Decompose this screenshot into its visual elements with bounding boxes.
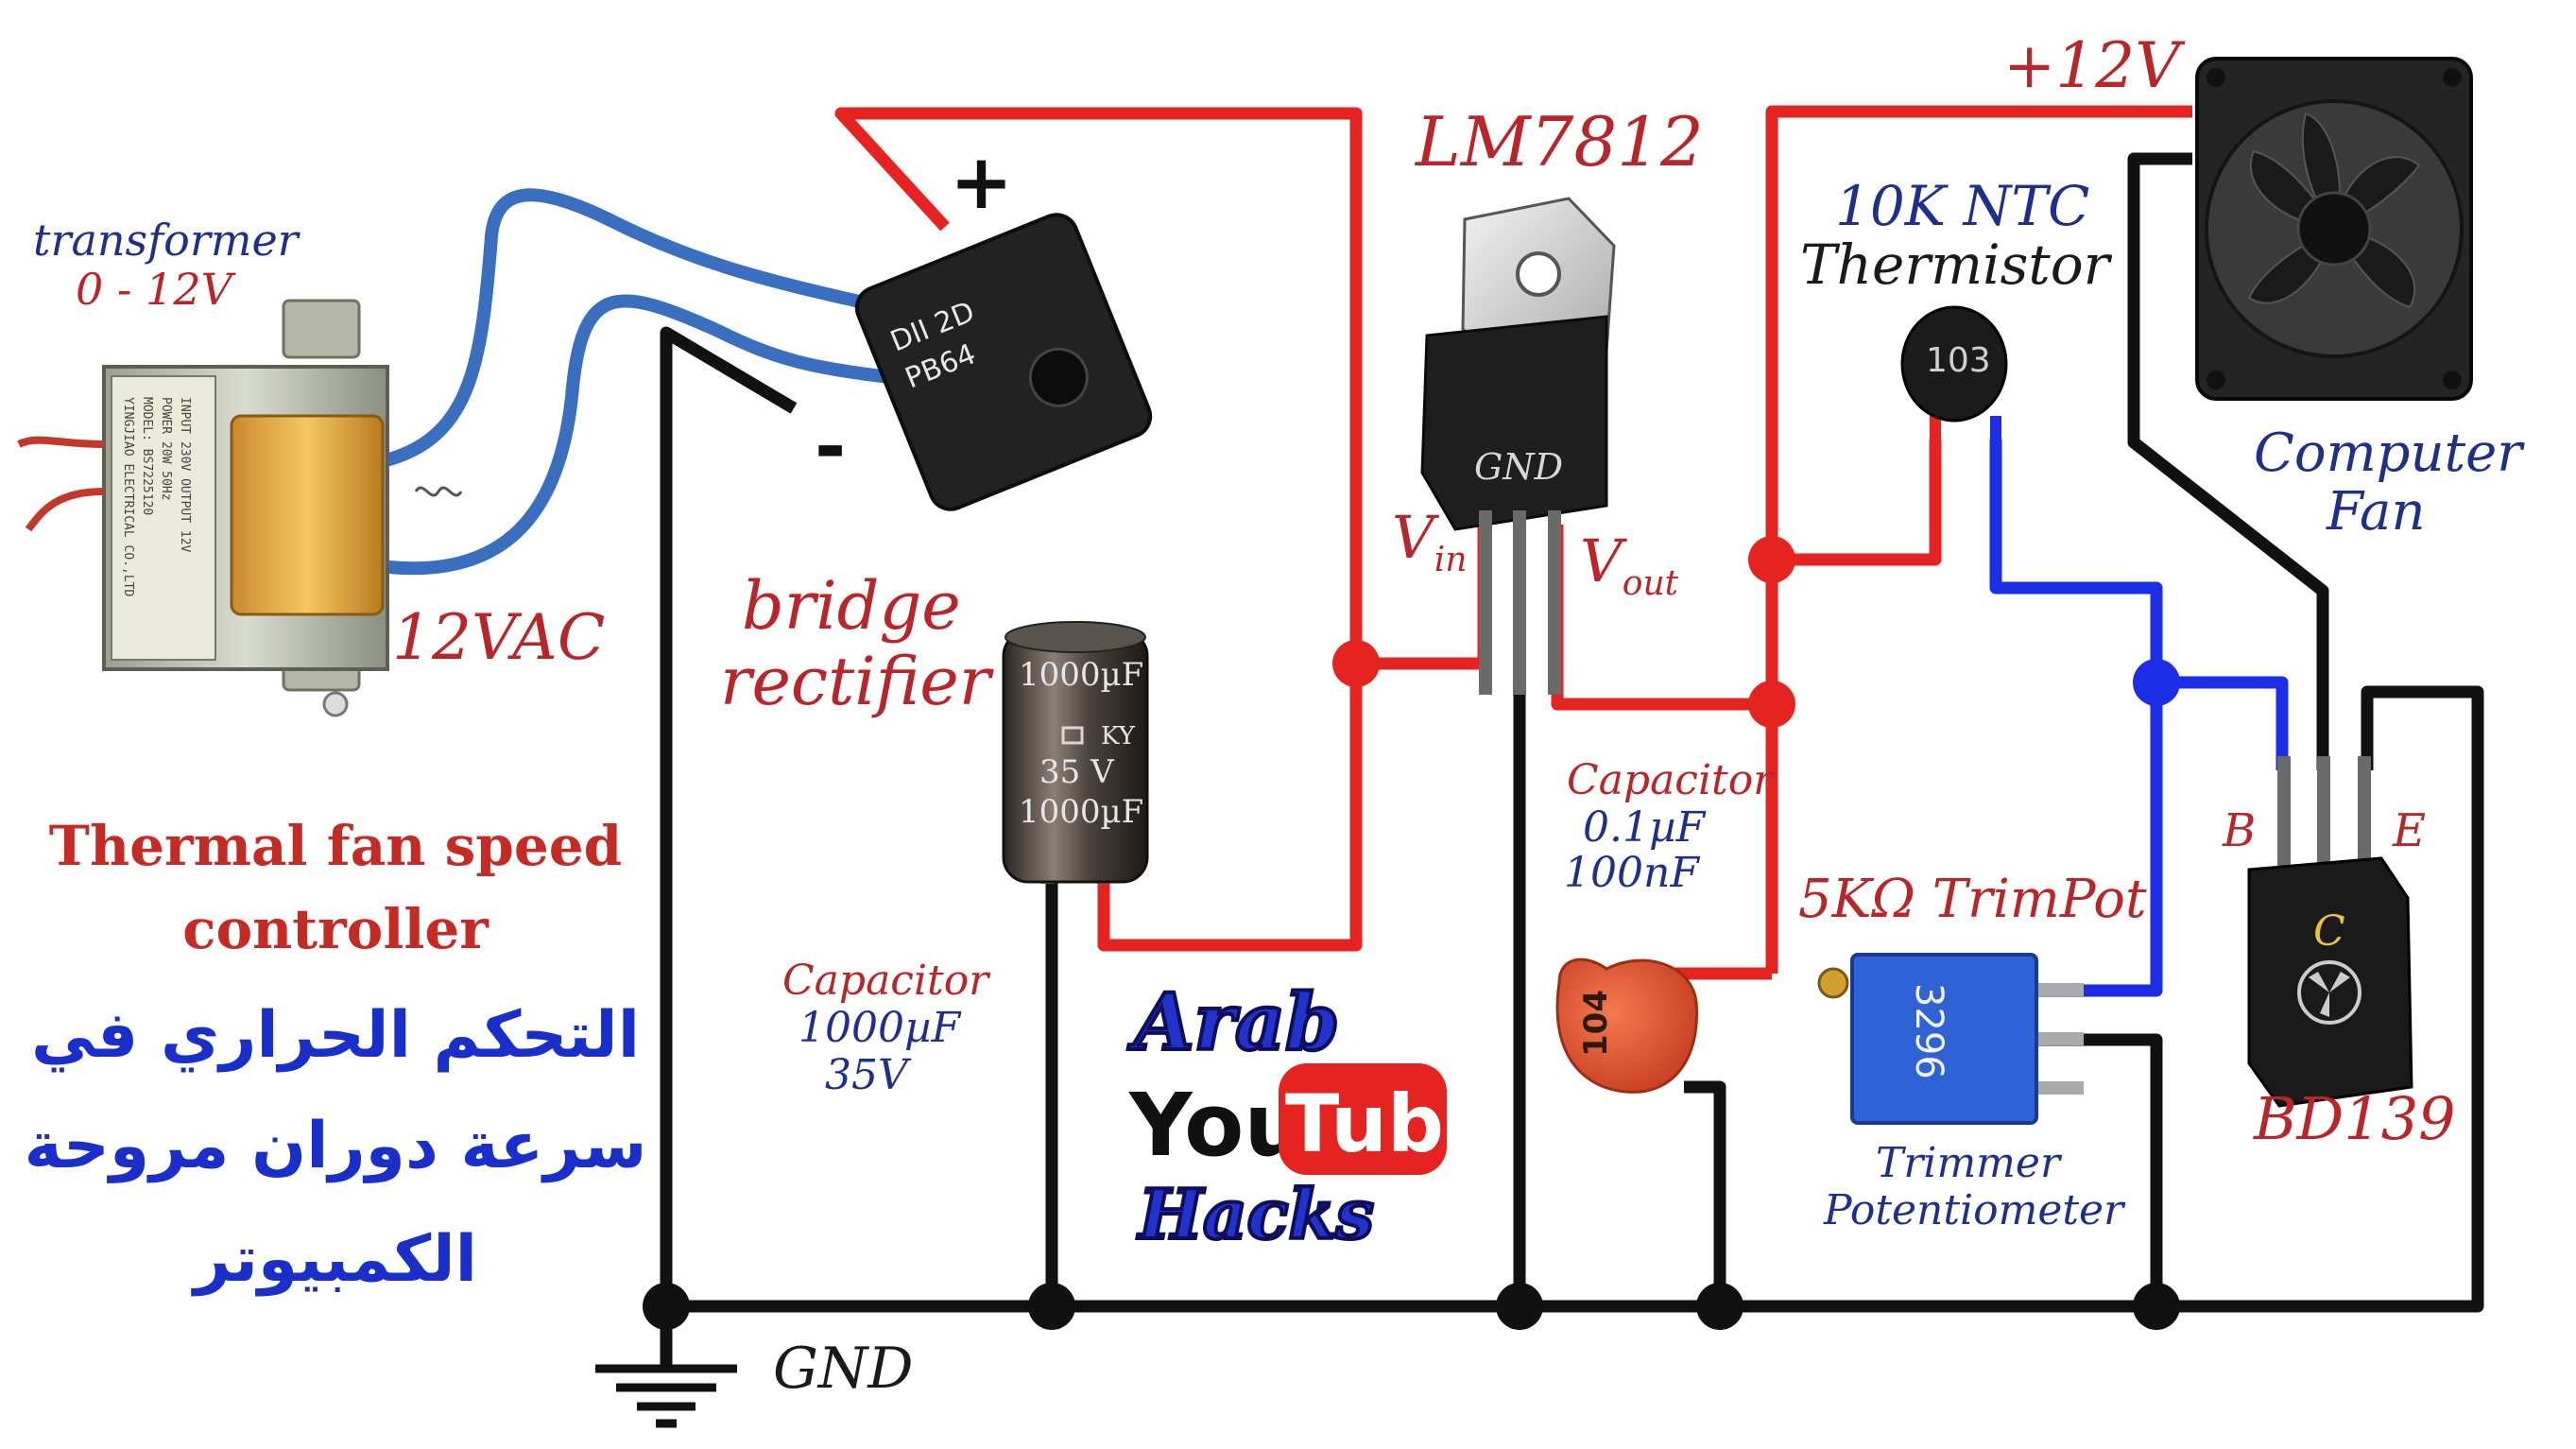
thermistor-label-line2: Thermistor <box>1800 233 2113 297</box>
computer-fan <box>2195 57 2473 401</box>
cap-big-positive-wire <box>1097 525 1490 952</box>
thermistor-signal-wire <box>1989 440 2163 997</box>
cap-big-label-line3: 35V <box>825 1051 912 1099</box>
title-block: Thermal fan speed controller التحكم الحر… <box>25 814 647 1297</box>
ground-symbol <box>595 1364 737 1428</box>
transistor-label: BD139 <box>2253 1084 2456 1153</box>
junction-dot <box>1748 681 1795 728</box>
svg-text:POWER 20W 50Hz: POWER 20W 50Hz <box>159 397 173 501</box>
lm7812-regulator: GND <box>1420 197 1616 695</box>
pin-b-label: B <box>2222 804 2256 857</box>
transformer-range-label: 0 - 12V <box>76 264 237 315</box>
junction-dot <box>1748 536 1795 583</box>
junction-dots <box>643 536 2180 1330</box>
junction-dot <box>1028 1283 1075 1330</box>
bridge-label-line1: bridge <box>742 567 961 645</box>
cap-body-text-4: 1000µF <box>1019 793 1143 831</box>
title-ar-line1: التحكم الحراري في <box>31 998 640 1073</box>
cap-small-label-line1: Capacitor <box>1567 756 1776 804</box>
fan-label-line2: Fan <box>2326 481 2426 543</box>
logo-hacks: Hacks <box>1137 1174 1374 1254</box>
bridge-rectifier: DII 2D PB64 <box>854 213 1153 511</box>
cap-big-label-line1: Capacitor <box>782 957 991 1005</box>
bd139-transistor <box>2247 756 2413 1108</box>
logo-arab: Arab <box>1127 977 1339 1068</box>
arab-youtube-hacks-logo: Arab You Tube Hacks <box>1125 975 1498 1256</box>
component-labels: transformer 0 - 12V 12VAC + - bridge rec… <box>33 29 2525 1402</box>
fan-negative-wire <box>2127 152 2329 770</box>
ac-wires <box>383 188 914 576</box>
transformer-label: transformer <box>33 215 301 266</box>
thermistor-code: 103 <box>1926 341 1991 380</box>
supply-label: +12V <box>2003 29 2186 102</box>
junction-dot <box>2133 1283 2180 1330</box>
cap-small-code: 104 <box>1577 990 1615 1057</box>
cap-body-text-2: KY <box>1101 722 1136 750</box>
cap-body-text-1: 1000µF <box>1019 656 1143 694</box>
trimmer-potentiometer: 3296 <box>1817 953 2084 1125</box>
cap-small-label-line2: 0.1µF <box>1583 803 1707 852</box>
regulator-gnd-label: GND <box>1474 446 1563 488</box>
bridge-positive-wire <box>834 107 1363 664</box>
vout-label: Vout <box>1580 526 1679 603</box>
cap-small-ground-wire <box>1684 1080 1726 1306</box>
ceramic-capacitor: 104 <box>1555 957 1699 1094</box>
pin-c-label: C <box>2313 907 2345 956</box>
ac-wire-upper <box>383 188 914 466</box>
thermistor-positive-wire <box>1772 440 1942 566</box>
title-ar-line2: سرعة دوران مروحة <box>25 1109 647 1183</box>
cap-small-label-line3: 100nF <box>1564 849 1700 897</box>
bridge-label-line2: rectifier <box>720 643 994 720</box>
thermistor-label-line1: 10K NTC <box>1835 174 2089 238</box>
svg-text:YINGJIAO ELECTRICAL CO.,LTD: YINGJIAO ELECTRICAL CO.,LTD <box>121 397 135 596</box>
signal-wires <box>1989 440 2289 997</box>
cap-body-text-3: 35 V <box>1039 753 1115 791</box>
ntc-thermistor: 103 <box>1900 305 2008 454</box>
svg-text:INPUT 230V OUTPUT 12V: INPUT 230V OUTPUT 12V <box>178 397 192 553</box>
bridge-plus-sign: + <box>950 138 1013 226</box>
pin-e-label: E <box>2392 804 2426 857</box>
cap-big-label-line2: 1000µF <box>799 1004 962 1052</box>
title-ar-line3: الكمبيوتر <box>191 1222 477 1297</box>
base-signal-wire <box>2156 676 2289 770</box>
bridge-minus-sign: - <box>815 403 846 491</box>
junction-dot <box>2133 659 2180 706</box>
trimpot-label: 5KΩ TrimPot <box>1798 869 2147 930</box>
junction-dot <box>1332 640 1380 687</box>
regulator-label: LM7812 <box>1414 102 1704 181</box>
trimmer-label-line1: Trimmer <box>1876 1139 2063 1187</box>
vin-label: Vin <box>1392 503 1467 579</box>
ground-label: GND <box>773 1336 914 1402</box>
electrolytic-capacitor: 1000µF KY 35 V 1000µF <box>1002 621 1149 884</box>
transformer: YINGJIAO ELECTRICAL CO.,LTD MODEL: BS722… <box>17 299 463 717</box>
trimpot-code: 3296 <box>1907 983 1950 1079</box>
junction-dot <box>643 1283 690 1330</box>
trimmer-label-line2: Potentiometer <box>1823 1186 2126 1234</box>
logo-tube: Tube <box>1285 1078 1498 1170</box>
title-en-line1: Thermal fan speed <box>49 814 622 878</box>
junction-dot <box>1696 1283 1743 1330</box>
bridge-negative-wire <box>660 326 798 1306</box>
title-en-line2: controller <box>182 897 489 961</box>
ac-output-label: 12VAC <box>392 601 605 674</box>
ground-rail <box>666 685 2484 1313</box>
ac-wire-lower <box>383 294 904 576</box>
logo-you: You <box>1128 1075 1306 1176</box>
fan-label-line1: Computer <box>2254 423 2525 484</box>
junction-dot <box>1496 1283 1543 1330</box>
svg-text:MODEL: BS7225120: MODEL: BS7225120 <box>140 397 154 515</box>
